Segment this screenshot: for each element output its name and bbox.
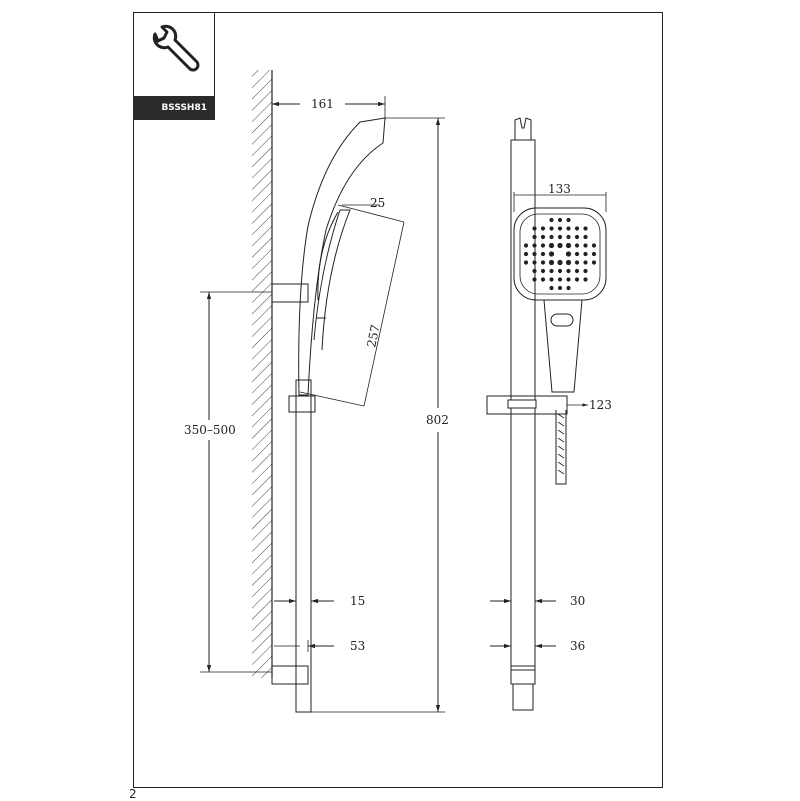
nozzle-dot: [540, 243, 546, 248]
nozzle-dot: [566, 277, 571, 282]
shower-hose: [555, 410, 567, 485]
nozzle-dot: [549, 234, 554, 240]
nozzle-dot: [549, 277, 554, 282]
nozzle-dot: [565, 251, 572, 257]
nozzle-dot: [557, 285, 563, 291]
nozzle-dot: [591, 251, 597, 257]
side-slider: [288, 395, 316, 413]
nozzle-dot: [548, 251, 555, 257]
rail-end-cap: [510, 665, 536, 685]
nozzle-dot: [574, 260, 580, 265]
nozzle-dot: [549, 268, 554, 274]
nozzle-dot: [532, 251, 537, 257]
nozzle-dot: [583, 234, 588, 240]
nozzle-dot: [583, 243, 588, 248]
nozzle-dot: [532, 260, 537, 265]
nozzle-dot: [523, 251, 529, 257]
rail-bottom: [512, 683, 534, 711]
nozzle-dot: [565, 242, 572, 249]
nozzle-dot: [583, 226, 588, 231]
nozzle-dot: [574, 277, 580, 282]
nozzle-dot: [540, 260, 546, 265]
shower-head-front: [513, 207, 607, 301]
nozzle-dot: [548, 259, 555, 266]
drawing-frame: [133, 12, 663, 788]
nozzle-dot: [566, 234, 571, 240]
nozzle-dot: [574, 226, 580, 231]
nozzle-dot: [566, 285, 571, 291]
nozzle-dot: [549, 226, 554, 231]
nozzle-dot: [549, 217, 554, 223]
shower-handle-profile: [298, 117, 386, 396]
nozzle-dot: [532, 277, 537, 282]
nozzle-dot: [557, 277, 563, 282]
nozzle-dot: [583, 277, 588, 282]
front-view: 133 123 30 36: [486, 117, 612, 711]
page-number: 2: [129, 787, 137, 801]
nozzle-dot: [557, 268, 563, 274]
nozzle-dot: [591, 243, 597, 248]
nozzle-dot: [532, 268, 537, 274]
nozzle-dot: [557, 234, 563, 240]
model-badge: BSSSH81: [133, 96, 215, 120]
nozzle-dot: [557, 242, 563, 249]
nozzle-dot: [540, 251, 546, 257]
nozzle-dot: [566, 226, 571, 231]
nozzle-dot: [566, 217, 571, 223]
nozzle-dot: [566, 268, 571, 274]
dim-head-width: 133: [548, 182, 571, 196]
top-wall-bracket: [271, 283, 309, 303]
nozzle-dot: [557, 226, 563, 231]
nozzle-dot: [574, 234, 580, 240]
dim-head-length: 257: [364, 323, 382, 348]
nozzle-dot: [532, 226, 537, 231]
top-holder: [514, 117, 532, 140]
nozzle-dot: [574, 268, 580, 274]
nozzle-dot: [523, 260, 529, 265]
bottom-wall-bracket: [271, 665, 309, 685]
nozzle-dot: [574, 251, 580, 257]
dim-slider-width: 123: [589, 398, 612, 412]
nozzle-dot: [540, 277, 546, 282]
side-rail: [295, 379, 312, 713]
dim-bracket-range: 350–500: [184, 423, 236, 437]
nozzle-dot: [565, 259, 572, 266]
nozzle-dot: [548, 242, 555, 249]
dim-total-height: 802: [426, 413, 449, 427]
wrench-icon: [152, 24, 200, 72]
handle-button: [550, 313, 574, 327]
nozzle-dot: [549, 285, 554, 291]
dim-head-thickness: 25: [370, 196, 385, 210]
nozzle-dot: [583, 251, 588, 257]
dim-side-width: 161: [311, 97, 334, 111]
nozzle-dot: [583, 260, 588, 265]
nozzle-dot: [532, 234, 537, 240]
dim-bracket-depth: 53: [350, 639, 365, 653]
nozzle-dot: [532, 243, 537, 248]
nozzle-dot: [591, 260, 597, 265]
nozzle-dot: [540, 226, 546, 231]
nozzle-dot: [540, 234, 546, 240]
nozzle-dot: [540, 268, 546, 274]
nozzle-dot: [523, 243, 529, 248]
nozzle-dot: [557, 217, 563, 223]
dim-rail-diameter: 30: [570, 594, 585, 608]
nozzle-dot: [557, 259, 563, 266]
nozzle-dot: [583, 268, 588, 274]
wall-hatch: [252, 70, 272, 678]
nozzle-dot: [574, 243, 580, 248]
side-view: 25 257 161 802 350–500 15 53: [184, 70, 449, 713]
dim-rail-depth: 15: [350, 594, 365, 608]
dim-rail-end-diameter: 36: [570, 639, 585, 653]
